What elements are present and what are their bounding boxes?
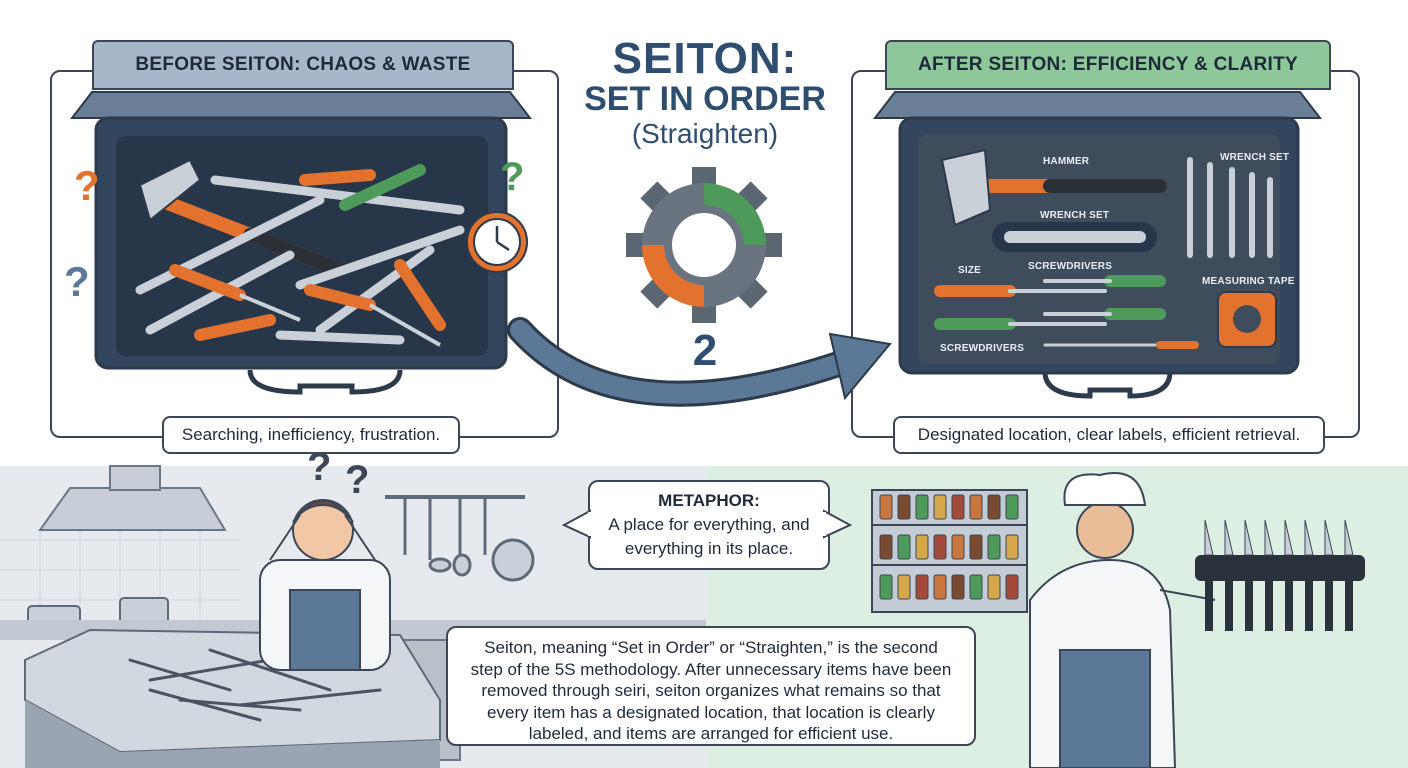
knife-handle <box>1345 581 1353 631</box>
toolbox-illustrations: ? ? ? <box>64 91 1323 407</box>
range-hood <box>38 487 227 531</box>
clock-icon <box>466 211 528 273</box>
description-box: Seiton, meaning “Set in Order” or “Strai… <box>446 626 976 746</box>
metaphor-bubble: METAPHOR: A place for everything, and ev… <box>588 480 830 570</box>
organized-tools <box>934 148 1277 349</box>
arrow-icon <box>507 317 892 407</box>
knife-handle <box>1285 581 1293 631</box>
knife-blade <box>1324 519 1334 556</box>
spice-jar <box>915 534 929 560</box>
question-icon-blue: ? <box>64 258 90 305</box>
knife-blade <box>1264 519 1274 556</box>
before-tab: BEFORE SEITON: CHAOS & WASTE <box>92 40 514 90</box>
spice-jar <box>933 494 947 520</box>
screwdriver-icon <box>934 275 1199 349</box>
messy-tools <box>135 158 465 347</box>
description-line5: labeled, and items are arranged for effi… <box>528 724 894 743</box>
spice-jar <box>897 494 911 520</box>
knife-handle <box>1325 581 1333 631</box>
spice-jar <box>969 534 983 560</box>
knife-handle <box>1245 581 1253 631</box>
knife-blade <box>1224 519 1234 556</box>
spice-jar <box>1005 574 1019 600</box>
title-line2: SET IN ORDER <box>584 80 826 118</box>
spice-jar <box>897 574 911 600</box>
spice-jar <box>915 574 929 600</box>
knife-blade <box>1284 519 1294 556</box>
spice-jar <box>933 534 947 560</box>
spice-jar <box>951 494 965 520</box>
gear-icon <box>626 167 782 323</box>
spice-jar <box>879 574 893 600</box>
spice-jar <box>987 574 1001 600</box>
after-caption: Designated location, clear labels, effic… <box>893 416 1325 454</box>
knife-handle <box>1205 581 1213 631</box>
organized-chef <box>1029 472 1216 768</box>
spice-jar <box>915 494 929 520</box>
worried-chef <box>259 499 391 671</box>
spice-jar <box>951 574 965 600</box>
description-line3: removed through seiri, seiton organizes … <box>481 681 941 700</box>
spice-jar <box>951 534 965 560</box>
label-hammer: HAMMER <box>1043 156 1090 167</box>
before-caption: Searching, inefficiency, frustration. <box>162 416 460 454</box>
question-icon-orange: ? <box>74 162 100 209</box>
after-tab: AFTER SEITON: EFFICIENCY & CLARITY <box>885 40 1331 90</box>
metaphor-heading: METAPHOR: <box>658 491 760 510</box>
spice-jar <box>987 534 1001 560</box>
knife-handle <box>1265 581 1273 631</box>
title-line3: (Straighten) <box>631 118 779 149</box>
description-line4: every item has a designated location, th… <box>487 702 935 722</box>
wrench-icon <box>992 222 1157 252</box>
knife-rack-icon <box>1195 555 1365 581</box>
label-wrench-set-mid: WRENCH SET <box>1040 210 1110 221</box>
spice-jar <box>1005 494 1019 520</box>
label-screwdrivers-bottom: SCREWDRIVERS <box>940 343 1025 354</box>
label-wrench-set-top: WRENCH SET <box>1220 152 1290 163</box>
metaphor-line1: A place for everything, and <box>608 515 810 534</box>
spice-jar <box>879 534 893 560</box>
knife-blade <box>1344 519 1354 556</box>
hammer-icon <box>940 148 1167 227</box>
knife-blade <box>1304 519 1314 556</box>
spice-jar <box>1005 534 1019 560</box>
measuring-tape-icon <box>1217 291 1277 348</box>
knife-blade <box>1244 519 1254 556</box>
label-measuring-tape: MEASURING TAPE <box>1202 276 1295 287</box>
knife-blade <box>1204 519 1214 556</box>
label-size: SIZE <box>958 265 982 276</box>
spice-jar <box>933 574 947 600</box>
wrench-set-icon <box>1187 157 1273 258</box>
knife-handle <box>1225 581 1233 631</box>
description-line2: step of the 5S methodology. After unnece… <box>470 659 952 679</box>
spice-jar <box>969 574 983 600</box>
spice-jar <box>897 534 911 560</box>
title-line1: SEITON: <box>612 34 798 83</box>
spice-jar <box>987 494 1001 520</box>
spice-rack-icon <box>871 489 1028 613</box>
description-line1: Seiton, meaning “Set in Order” or “Strai… <box>484 638 938 657</box>
step-number: 2 <box>692 326 718 375</box>
worry-question-icon-2: ? <box>345 458 369 502</box>
knife-handle <box>1305 581 1313 631</box>
spice-jar <box>969 494 983 520</box>
spice-jar <box>879 494 893 520</box>
bubble-pointers <box>561 509 853 539</box>
question-icon-green: ? <box>500 155 524 199</box>
messy-toolbox <box>69 91 533 395</box>
metaphor-line2: everything in its place. <box>624 539 794 558</box>
label-screwdrivers-top: SCREWDRIVERS <box>1028 261 1113 272</box>
